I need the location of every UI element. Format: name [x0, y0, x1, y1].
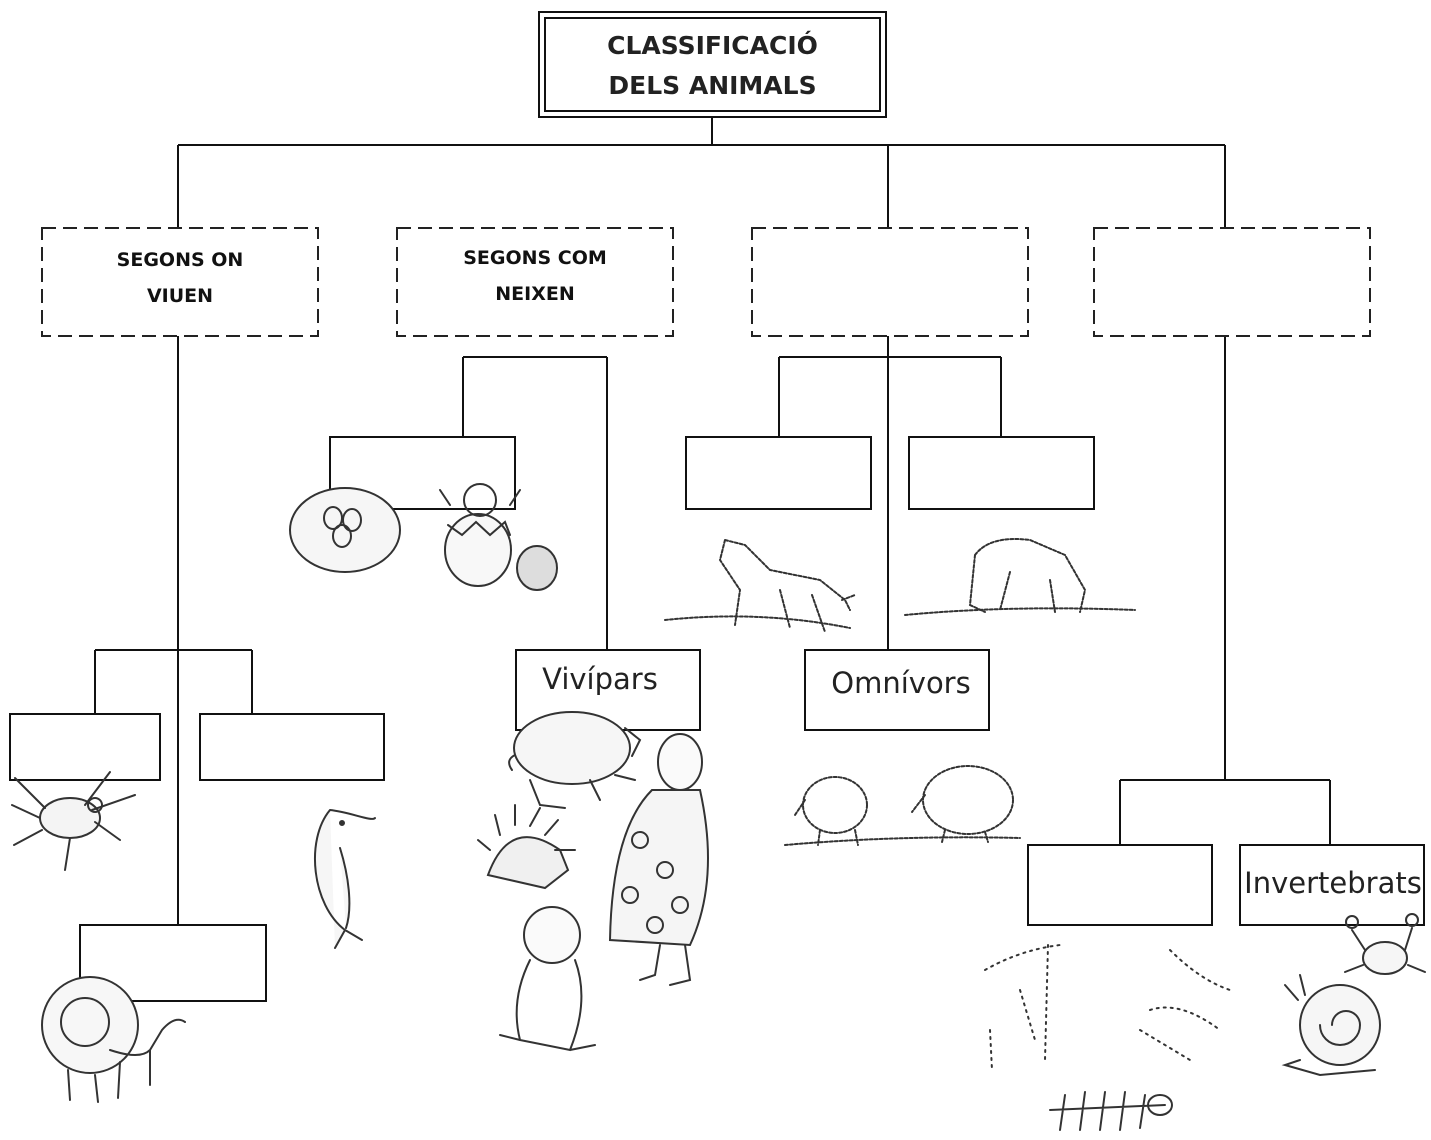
lion-icon: [41, 976, 186, 1103]
snail-icon: [1281, 974, 1381, 1077]
box-diet-right: [908, 436, 1095, 510]
category-boxes: [41, 227, 1371, 337]
box-habitat-left: [9, 713, 161, 781]
title-box: [538, 11, 887, 118]
bears-icon: [784, 765, 1021, 846]
box-habitat-right: [199, 713, 385, 781]
category-box-birth: [396, 227, 674, 337]
category-label-habitat: SEGONS ON VIUEN: [42, 242, 318, 314]
diagram-title-line1: CLASSIFICACIÓ: [607, 31, 818, 60]
box-skeleton-left: [1027, 844, 1213, 926]
hatching-chick-icon: [439, 483, 558, 591]
diagram-title-line2: DELS ANIMALS: [608, 71, 817, 100]
nest-eggs-icon: [289, 487, 401, 573]
box-skeleton-right: [1239, 844, 1425, 926]
category-box-4: [1093, 227, 1371, 337]
category-label-birth-line2: NEIXEN: [495, 283, 575, 305]
box-birth-oviparous: [329, 436, 516, 510]
category-label-birth-line1: SEGONS COM: [463, 247, 607, 269]
crab-icon: [1344, 913, 1426, 975]
box-diet-omnivore: [804, 649, 990, 731]
category-label-habitat-line2: VIUEN: [146, 285, 214, 307]
grazing-animal-icon: [904, 538, 1136, 616]
bird-icon: [11, 771, 136, 871]
fish-skeleton-icon: [1049, 1091, 1173, 1131]
box-label-birth-viviparous: Vivípars: [542, 662, 658, 696]
pig-piglets-icon: [508, 711, 642, 809]
hedgehog-icon: [477, 804, 576, 890]
category-label-birth: SEGONS COM NEIXEN: [397, 240, 673, 312]
connector-lines: [94, 117, 1331, 925]
wolf-icon: [664, 539, 856, 633]
baby-icon: [499, 906, 596, 1052]
pregnant-woman-icon: [608, 733, 709, 986]
category-box-3: [751, 227, 1029, 337]
box-label-skeleton-right: Invertebrats: [1244, 866, 1422, 900]
sub-boxes: [9, 436, 1425, 1002]
diagram-title: CLASSIFICACIÓ DELS ANIMALS: [545, 26, 880, 106]
category-box-habitat: [41, 227, 319, 337]
category-label-habitat-line1: SEGONS ON: [116, 249, 244, 271]
dolphin-icon: [314, 809, 376, 949]
box-diet-left: [685, 436, 872, 510]
box-label-diet-omnivore: Omnívors: [831, 666, 971, 700]
insects-icon: [984, 944, 1231, 1071]
